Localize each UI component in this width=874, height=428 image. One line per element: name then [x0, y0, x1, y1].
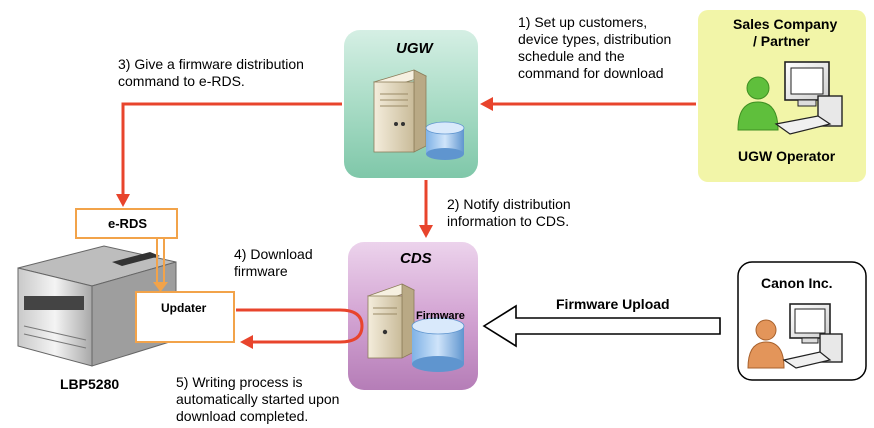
sales-person-icon — [737, 76, 779, 131]
updater-box — [135, 291, 235, 343]
erds-label: e-RDS — [108, 216, 148, 231]
printer-icon — [17, 245, 177, 367]
firmware-upload-label: Firmware Upload — [556, 296, 670, 312]
arrow-step1 — [480, 97, 696, 111]
firmware-upload-arrow — [482, 304, 721, 348]
arrow-step2 — [419, 180, 433, 238]
canon-computer-icon — [782, 303, 843, 369]
arrow-step3 — [116, 102, 342, 207]
erds-box — [75, 208, 178, 239]
sales-partner-box — [698, 10, 866, 182]
updater-label: Updater — [161, 301, 207, 315]
cds-firmware-database-icon — [411, 317, 465, 372]
ugw-title: UGW — [396, 40, 433, 57]
canon-title: Canon Inc. — [761, 275, 833, 291]
cds-title: CDS — [400, 250, 432, 267]
firmware-db-label: Firmware — [416, 310, 465, 322]
arrow-step4-download — [236, 308, 364, 349]
ugw-operator-label: UGW Operator — [738, 148, 836, 164]
sales-company-line1: Sales Company — [733, 16, 838, 32]
cds-server-icon — [366, 283, 416, 359]
printer-model-label: LBP5280 — [60, 376, 120, 392]
ugw-database-icon — [425, 121, 465, 160]
sales-computer-icon — [774, 61, 843, 135]
ugw-server-icon — [372, 69, 428, 153]
sales-company-line2: / Partner — [753, 33, 810, 49]
erds-to-updater-arrow — [153, 238, 168, 292]
canon-person-icon — [747, 319, 785, 369]
